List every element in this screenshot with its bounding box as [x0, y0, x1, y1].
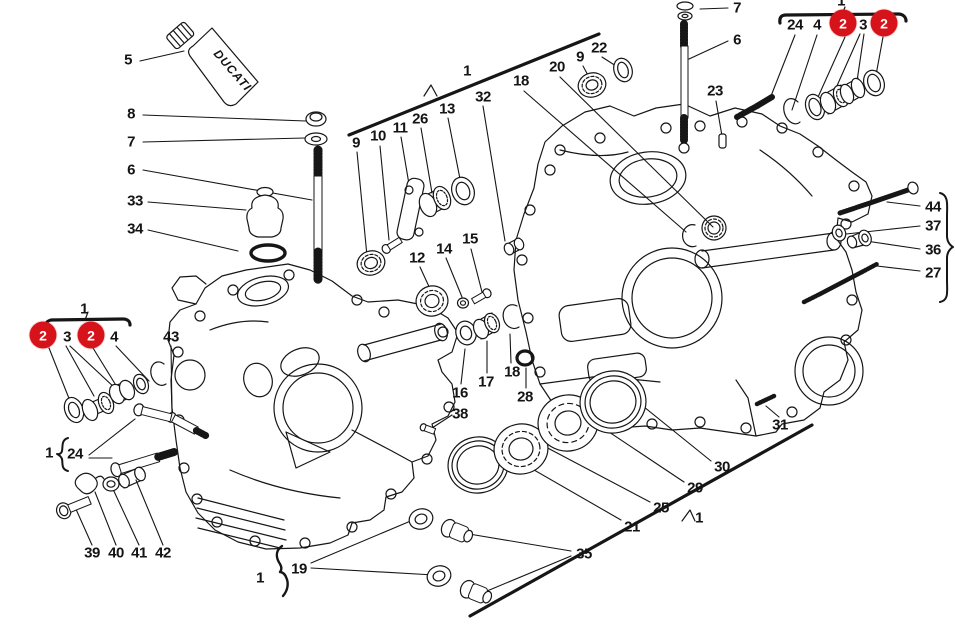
part-number-callout: 31	[772, 416, 788, 434]
part-number-callout: 38	[452, 405, 468, 423]
part-number-callout: 19	[291, 560, 307, 578]
part-number-callout: 7	[733, 0, 741, 17]
part-number-callout: 5	[124, 51, 132, 69]
part-number-callout: 27	[925, 264, 941, 282]
part-number-callout: 36	[925, 241, 941, 259]
part-number-callout: 1	[80, 300, 88, 318]
part-number-callout: 3	[859, 16, 867, 34]
nut-washer-stud-left	[304, 111, 328, 285]
part-number-callout: 1	[45, 444, 53, 462]
part-number-callout: 26	[412, 110, 428, 128]
sealant-tube: DUCATI	[166, 21, 259, 107]
part-number-callout: 24	[787, 16, 803, 34]
part-number-callout: 39	[84, 544, 100, 562]
part-number-callout: 3	[63, 328, 71, 346]
part-number-callout: 42	[155, 544, 171, 562]
part-number-callout: 43	[163, 328, 179, 346]
quantity-badge: 2	[829, 9, 857, 37]
part-number-callout: 35	[576, 545, 592, 563]
part-number-callout: 9	[576, 48, 584, 66]
part-number-callout: 14	[436, 240, 452, 258]
right-edge-hardware	[754, 181, 919, 407]
part-number-callout: 1	[463, 62, 471, 80]
left-crankcase-half	[167, 263, 459, 550]
part-number-callout: 24	[67, 445, 83, 463]
gear-shaft-parts	[419, 304, 535, 435]
crank-bearing-row	[447, 370, 647, 494]
part-number-callout: 40	[108, 544, 124, 562]
part-number-callout: 7	[127, 133, 135, 151]
part-number-callout: 6	[127, 161, 135, 179]
part-number-callout: 1	[837, 0, 845, 10]
quantity-badge: 2	[77, 321, 105, 349]
part-number-callout: 37	[925, 217, 941, 235]
part-number-callout: 32	[475, 88, 491, 106]
quantity-badge: 2	[870, 9, 898, 37]
part-number-callout: 21	[624, 518, 640, 536]
part-number-callout: 8	[127, 105, 135, 123]
part-number-callout: 20	[549, 58, 565, 76]
bearing-group-mid	[415, 285, 492, 317]
main-bearing-set-right	[734, 69, 885, 125]
part-number-callout: 10	[370, 127, 386, 145]
part-number-callout: 22	[591, 39, 607, 57]
part-number-callout: 16	[452, 384, 468, 402]
part-number-callout: 25	[653, 499, 669, 517]
part-number-callout: 4	[110, 328, 118, 346]
crank-seal-set-top	[577, 57, 633, 98]
part-number-callout: 44	[925, 198, 941, 216]
part-number-callout: 28	[517, 388, 533, 406]
breather-valve	[246, 186, 287, 263]
part-number-callout: 18	[513, 72, 529, 90]
part-number-callout: 12	[409, 249, 425, 267]
part-number-callout: 18	[504, 363, 520, 381]
part-number-callout: 29	[687, 479, 703, 497]
part-number-callout: 34	[127, 220, 143, 238]
part-number-callout: 13	[439, 100, 455, 118]
part-number-callout: 9	[352, 134, 360, 152]
case-bolts-and-plug-hardware	[55, 403, 180, 520]
part-number-callout: 15	[462, 230, 478, 248]
part-number-callout: 6	[733, 31, 741, 49]
part-number-callout: 1	[695, 509, 703, 527]
part-number-callout: 30	[714, 458, 730, 476]
quantity-badge: 2	[29, 321, 57, 349]
bearing-group-top	[356, 176, 525, 276]
part-number-callout: 11	[392, 119, 408, 137]
part-number-callout: 33	[127, 192, 143, 210]
part-number-callout: 23	[707, 82, 723, 100]
part-number-callout: 4	[813, 16, 821, 34]
drain-plugs	[408, 508, 493, 604]
part-number-callout: 1	[256, 569, 264, 587]
part-number-callout: 41	[131, 544, 147, 562]
part-number-callout: 17	[478, 373, 494, 391]
right-crankcase-half	[513, 103, 873, 437]
main-bearing-set-left	[63, 361, 211, 440]
stud-and-pin-right	[676, 1, 727, 154]
